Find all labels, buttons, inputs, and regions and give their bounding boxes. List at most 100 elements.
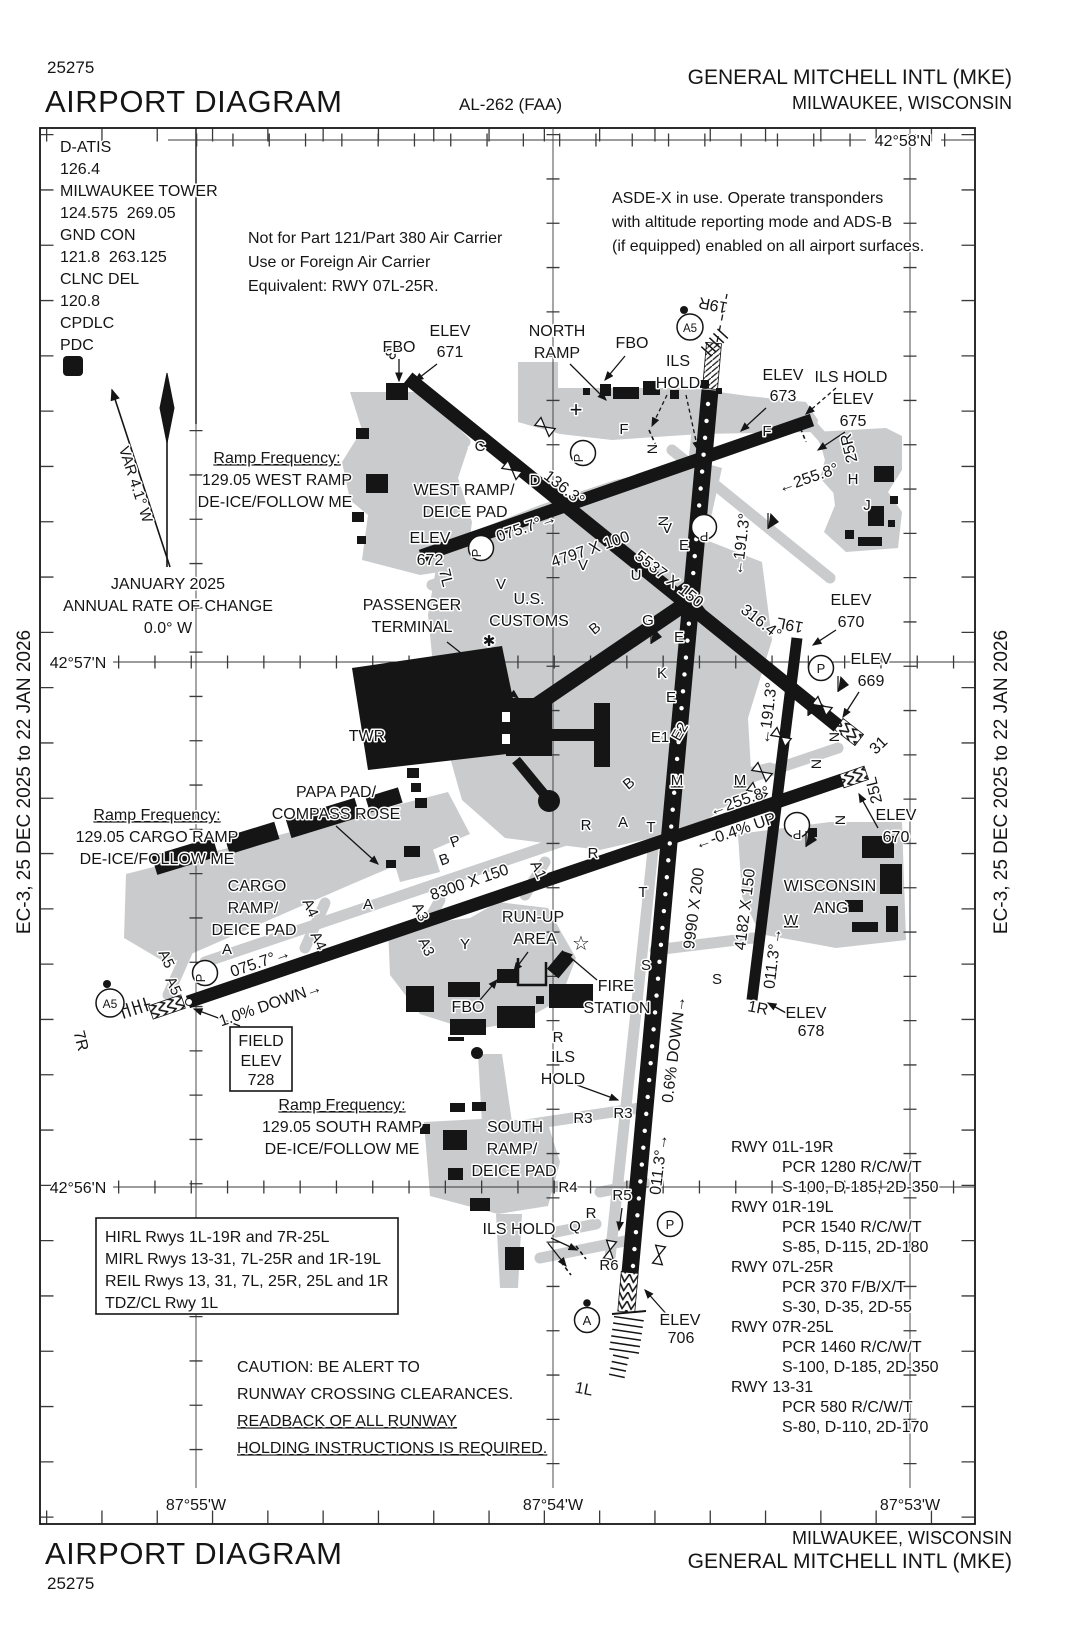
comm-tower-freq: 124.575 269.05 — [60, 205, 176, 222]
comm-gnd: GND CON — [60, 227, 136, 244]
runway-1r-19l — [746, 637, 803, 1001]
centerline-dot — [661, 908, 667, 914]
note-asdex-1: ASDE-X in use. Operate transponders — [612, 190, 883, 207]
runway_data-label-11: S-100, D-185, 2D-350 — [782, 1359, 939, 1376]
parking-p: P — [700, 529, 709, 544]
runway_data-label-9: RWY 07R-25L — [731, 1319, 834, 1336]
survey-cross: + — [570, 397, 583, 422]
facilities-label-17: U.S. — [513, 591, 544, 608]
threshold-markings — [115, 293, 870, 1382]
centerline-dot — [666, 858, 671, 863]
comm-pdc: PDC — [60, 337, 94, 354]
centerline-dot — [641, 1145, 646, 1150]
hold-a-south: A — [583, 1313, 592, 1328]
taxiways-label-37: N — [644, 444, 660, 454]
tower-label: TWR — [349, 728, 385, 745]
taxiways-label-14: E — [679, 537, 689, 554]
taxiways-label-15: E — [674, 629, 684, 646]
rwy-end-7r: 7R — [70, 1029, 91, 1053]
taxiways-label-1: F — [619, 421, 628, 438]
facilities-label-48: ELEV — [660, 1312, 701, 1329]
lat-4256: 42°56'N — [50, 1180, 107, 1197]
facilities-label-8: ELEV — [763, 367, 804, 384]
facilities-label-47: DEICE PAD — [471, 1163, 556, 1180]
facilities-label-22: ELEV — [831, 592, 872, 609]
hold-circles — [95, 313, 835, 1334]
lat-4257: 42°57'N — [50, 655, 107, 672]
centerline-dot — [630, 1263, 636, 1269]
facilities-label-28: PAPA PAD/ — [296, 784, 377, 801]
centerline-dot — [674, 756, 680, 762]
ramp_notes-label-0: Ramp Frequency: — [213, 450, 340, 467]
facilities-label-24: ELEV — [851, 651, 892, 668]
facilities-label-19: PASSENGER — [363, 597, 461, 614]
runway-centerline-dots — [630, 401, 711, 1269]
facilities-label-16: 672 — [417, 552, 444, 569]
taxiways-label-49: R3 — [573, 1110, 592, 1127]
boxes-label-5: REIL Rwys 13, 31, 7L, 25R, 25L and 1R — [105, 1273, 388, 1290]
lighting-box — [95, 1217, 399, 1315]
centerline-dot — [636, 1196, 642, 1201]
taxiways-label-51: R4 — [558, 1179, 577, 1196]
centerline-dot — [646, 1077, 652, 1083]
note-asdex-3: (if equipped) enabled on all airport sur… — [612, 238, 924, 255]
taxiways-label-29: T — [638, 884, 647, 901]
page-title: AIRPORT DIAGRAM — [45, 84, 343, 119]
runways — [185, 372, 845, 1274]
taxiways-label-53: R6 — [599, 1257, 618, 1274]
runway_data-label-5: S-85, D-115, 2D-180 — [782, 1239, 929, 1256]
ramp_notes-label-3: Ramp Frequency: — [93, 807, 220, 824]
centerline-dot — [671, 790, 677, 795]
note-carrier-1: Not for Part 121/Part 380 Air Carrier — [248, 230, 503, 247]
airport-city: MILWAUKEE, WISCONSIN — [791, 93, 1012, 113]
comm-cpdlc: CPDLC — [60, 315, 114, 332]
runway-7l-25r — [418, 413, 815, 563]
taxiways-label-35: H — [848, 471, 859, 488]
ramp_notes-label-2: DE-ICE/FOLLOW ME — [198, 494, 353, 511]
centerline-dot — [652, 1010, 658, 1015]
centerline-dot — [670, 807, 675, 812]
facilities-label-15: ELEV — [410, 530, 451, 547]
facilities-label-4: RAMP — [534, 345, 580, 362]
note-asdex-2: with altitude reporting mode and ADS-B — [611, 214, 892, 231]
parking-p: P — [571, 454, 586, 463]
taxiways-label-20: M — [734, 772, 747, 789]
centerline-dot — [676, 739, 681, 745]
ramp_notes-label-4: 129.05 CARGO RAMP — [76, 829, 239, 846]
datalink-icon — [63, 356, 83, 376]
centerline-dot — [644, 1111, 649, 1117]
taxiways-label-30: S — [641, 957, 651, 974]
taxiways-label-34: W — [784, 912, 799, 929]
runway_data-label-1: PCR 1280 R/C/W/T — [782, 1159, 922, 1176]
taxiways-label-26: A — [363, 896, 373, 913]
taxiways-label-52: R5 — [612, 1187, 631, 1204]
ramp_notes-label-8: DE-ICE/FOLLOW ME — [265, 1141, 420, 1158]
facilities-label-44: ILS HOLD — [483, 1221, 556, 1238]
boxes-label-10: HOLDING INSTRUCTIONS IS REQUIRED. — [237, 1440, 547, 1457]
facilities-label-23: 670 — [838, 614, 865, 631]
symbols — [63, 306, 850, 1334]
taxiways-label-23: R — [553, 1029, 564, 1046]
centerline-dot — [673, 773, 678, 779]
comm-datis-freq: 126.4 — [60, 161, 100, 178]
boxes-label-4: MIRL Rwys 13-31, 7L-25R and 1R-19L — [105, 1251, 381, 1268]
note-carrier-3: Equivalent: RWY 07L-25R. — [248, 278, 439, 295]
centerline-dot — [664, 875, 670, 880]
lon-8754: 87°54'W — [523, 1497, 584, 1514]
variation-label-1: JANUARY 2025 — [111, 576, 225, 593]
runway_data-label-2: S-100, D-185, 2D-350 — [782, 1179, 939, 1196]
runway_data-label-14: S-80, D-110, 2D-170 — [782, 1419, 929, 1436]
taxiways-label-32: Y — [460, 936, 470, 953]
rwy-end-31: 31 — [867, 733, 892, 758]
ramp_notes-label-5: DE-ICE/FOLLOW ME — [80, 851, 235, 868]
centerline-dot — [679, 706, 684, 711]
facilities-label-9: 673 — [770, 388, 797, 405]
footer-title: AIRPORT DIAGRAM — [45, 1536, 343, 1571]
rwy-end-1l: 1L — [574, 1380, 595, 1400]
runway-13-31 — [403, 372, 843, 732]
taxiways-label-3: V — [496, 576, 506, 593]
centerline-dot — [691, 570, 696, 576]
boxes-label-8: RUNWAY CROSSING CLEARANCES. — [237, 1386, 513, 1403]
comm-tower: MILWAUKEE TOWER — [60, 183, 218, 200]
centerline-dot — [699, 469, 705, 474]
